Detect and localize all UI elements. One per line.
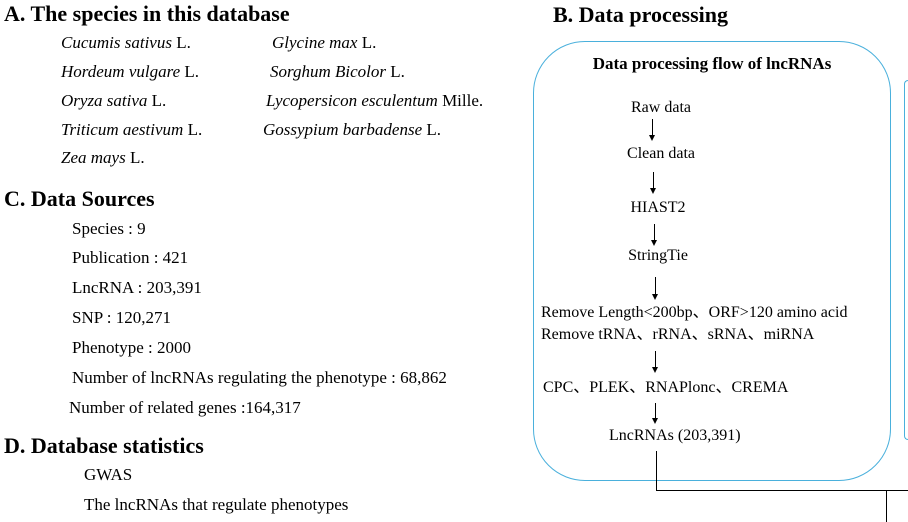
statistics-item: GWAS xyxy=(84,465,133,484)
source-item: Number of lncRNAs regulating the phenoty… xyxy=(72,368,447,387)
section-d-title: D. Database statistics xyxy=(4,433,204,458)
arrow-down-icon xyxy=(651,277,659,300)
arrow-down-icon xyxy=(649,172,657,194)
section-c-title: C. Data Sources xyxy=(4,186,155,211)
flow-step: Remove Length<200bp、ORF>120 amino acid xyxy=(541,304,848,321)
flow-step: Clean data xyxy=(627,145,695,162)
source-item: Number of related genes :164,317 xyxy=(69,398,301,417)
source-item: LncRNA : 203,391 xyxy=(72,278,202,297)
species-item: Zea mays L. xyxy=(61,148,145,167)
arrow-down-icon xyxy=(650,224,658,246)
flow-step: Raw data xyxy=(631,99,691,116)
species-item: Cucumis sativus L. xyxy=(61,33,191,52)
species-item: Triticum aestivum L. xyxy=(61,120,203,139)
lncrna-flow-box xyxy=(533,41,891,481)
connector-line xyxy=(886,490,888,522)
flow-step: LncRNAs (203,391) xyxy=(609,427,741,444)
connector-line xyxy=(656,490,908,492)
species-item: Glycine max L. xyxy=(272,33,377,52)
arrow-down-icon xyxy=(651,351,659,373)
flow-step: Remove tRNA、rRNA、sRNA、miRNA xyxy=(541,326,815,343)
source-item: Phenotype : 2000 xyxy=(72,338,191,357)
species-item: Hordeum vulgare L. xyxy=(61,62,200,81)
arrow-down-icon xyxy=(651,403,659,424)
source-item: Species : 9 xyxy=(72,219,146,238)
section-b-title: B. Data processing xyxy=(553,2,728,27)
species-item: Oryza sativa L. xyxy=(61,91,167,110)
source-item: SNP : 120,271 xyxy=(72,308,172,327)
connector-line xyxy=(656,451,658,491)
species-item: Gossypium barbadense L. xyxy=(263,120,442,139)
flow-step: CPC、PLEK、RNAPlonc、CREMA xyxy=(543,379,789,396)
species-item: Lycopersicon esculentum Mille. xyxy=(266,91,484,110)
section-a-title: A. The species in this database xyxy=(4,1,290,26)
source-item: Publication : 421 xyxy=(72,248,189,267)
arrow-down-icon xyxy=(648,119,656,141)
flow-step: StringTie xyxy=(628,247,688,264)
species-item: Sorghum Bicolor L. xyxy=(270,62,405,81)
flow-box-title: Data processing flow of lncRNAs xyxy=(592,54,832,73)
adjacent-flow-box xyxy=(904,80,908,440)
statistics-item: The lncRNAs that regulate phenotypes xyxy=(84,495,349,514)
flow-step: HIAST2 xyxy=(630,199,686,216)
